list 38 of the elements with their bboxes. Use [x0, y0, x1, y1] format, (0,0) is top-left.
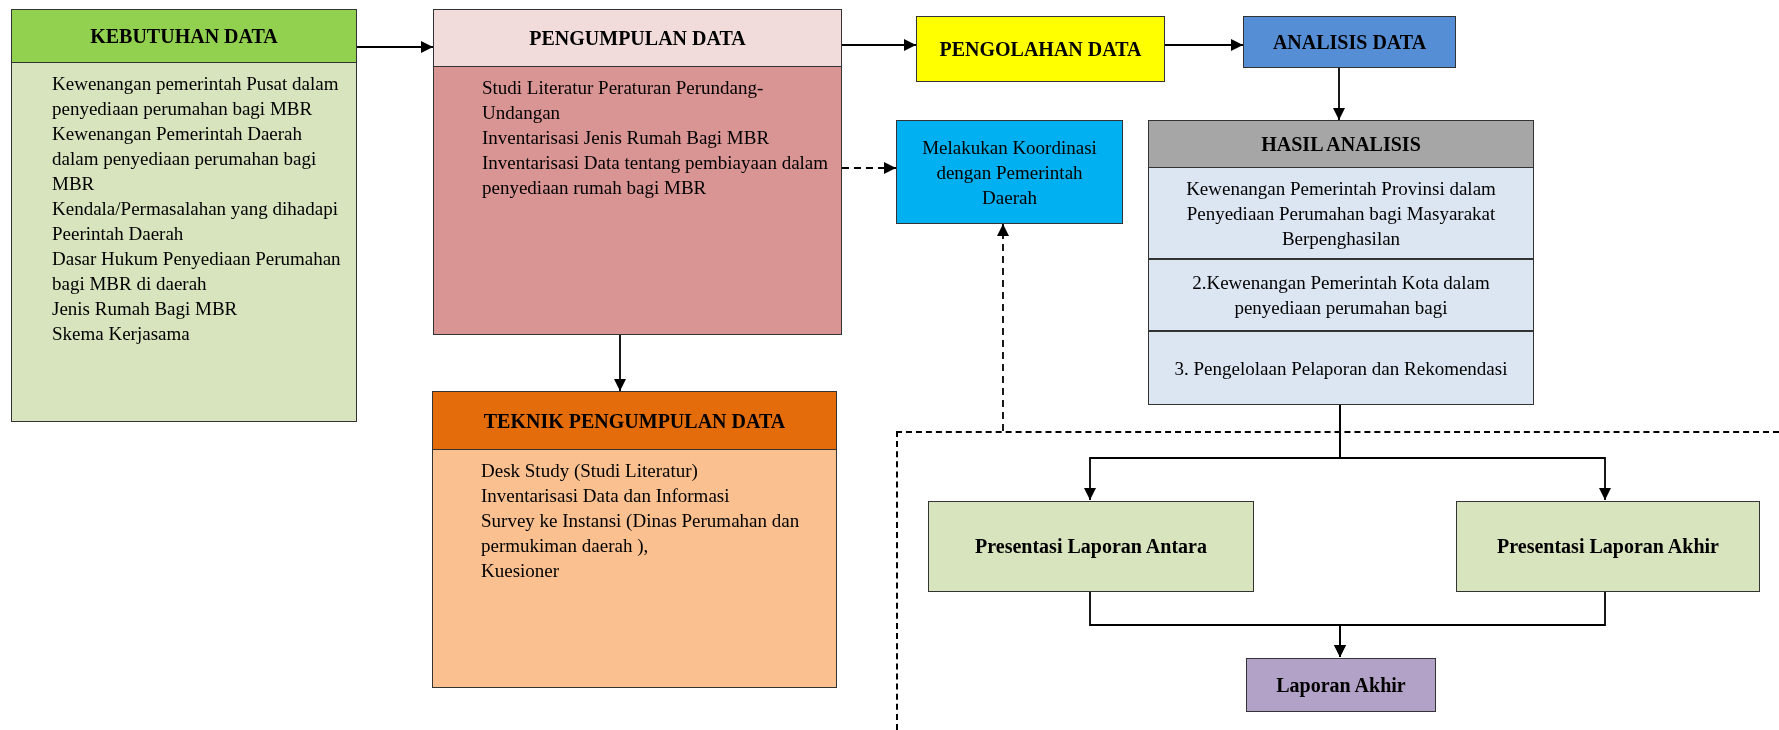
process-box: Melakukan Koordinasi dengan Pemerintah Daerah — [896, 120, 1123, 224]
dashed-region — [896, 431, 1779, 730]
list-item: Inventarisasi Jenis Rumah Bagi MBR — [482, 126, 771, 150]
list-item: Studi Literatur Peraturan Perundang-Undangan — [482, 76, 765, 125]
list-item: Kewenangan pemerintah Pusat dalam penyediaan perumahan bagi MBR — [52, 72, 340, 121]
arrow — [614, 334, 626, 392]
process-box: PENGOLAHAN DATA — [916, 16, 1165, 82]
list-item: Survey ke Instansi (Dinas Perumahan dan permukiman daerah ), — [481, 509, 801, 558]
arrow — [841, 39, 917, 51]
dashed-arrow — [997, 223, 1009, 432]
process-box: 2.Kewenangan Pemerintah Kota dalam penyediaan perumahan bagi — [1148, 259, 1534, 331]
process-box — [432, 391, 837, 688]
dashed-arrow — [841, 162, 897, 174]
arrow — [1334, 590, 1606, 658]
arrow — [1164, 39, 1244, 51]
process-box: Presentasi Laporan Akhir — [1456, 501, 1760, 592]
list-item: Kendala/Permasalahan yang dihadapi Peerintah Daerah — [52, 197, 339, 246]
arrow — [356, 41, 434, 53]
process-box: ANALISIS DATA — [1243, 16, 1456, 68]
process-box: Presentasi Laporan Antara — [928, 501, 1254, 592]
arrow — [1339, 404, 1611, 501]
process-box: Laporan Akhir — [1246, 658, 1436, 712]
list-item: Kuesioner — [481, 559, 561, 583]
list-item: Dasar Hukum Penyediaan Perumahan bagi MBR di daerah — [52, 247, 342, 296]
list-item: Jenis Rumah Bagi MBR — [52, 297, 239, 321]
list-item: Inventarisasi Data dan Informasi — [481, 484, 731, 508]
process-box — [1148, 120, 1534, 405]
list-item: Desk Study (Studi Literatur) — [481, 459, 699, 483]
process-box — [433, 9, 842, 335]
box-header: HASIL ANALISIS — [1149, 121, 1533, 168]
box-header: PENGUMPULAN DATA — [434, 10, 841, 67]
box-header: KEBUTUHAN DATA — [12, 10, 356, 63]
list-item: Kewenangan Pemerintah Daerah dalam penyediaan perumahan bagi MBR — [52, 122, 318, 196]
list-item: Skema Kerjasama — [52, 322, 191, 346]
box-header: TEKNIK PENGUMPULAN DATA — [433, 392, 836, 450]
process-box — [11, 9, 357, 422]
arrow — [1333, 67, 1345, 121]
list-item: Inventarisasi Data tentang pembiayaan dalam penyediaan rumah bagi MBR — [482, 151, 829, 200]
